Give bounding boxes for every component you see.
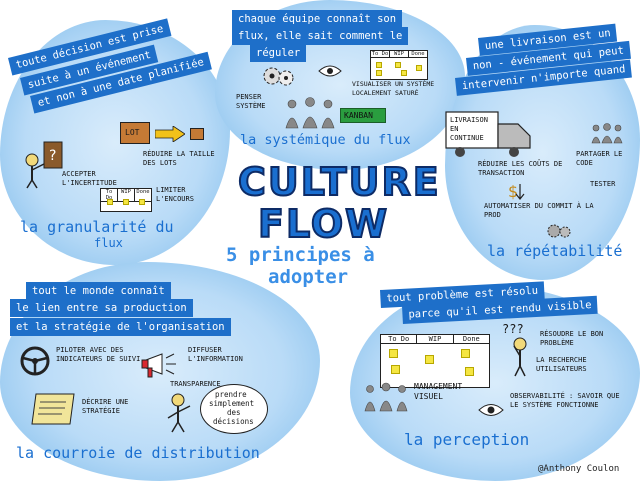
team-people-icon [364, 382, 408, 412]
postit [376, 62, 382, 68]
note-accepter-incertitude: ACCEPTER L'INCERTITUDE [62, 170, 117, 187]
kanban-col-todo: To Do [381, 335, 418, 343]
person-thinking-icon [513, 337, 527, 377]
section-title: la répétabilité [487, 242, 623, 260]
section-title: la courroie de distribution [16, 444, 260, 462]
note-diffuser: DIFFUSER L'INFORMATION [188, 346, 243, 363]
main-title-culture: CULTURE [237, 159, 441, 205]
note-penser-systeme: PENSER SYSTÈME [236, 93, 266, 110]
person-icon [167, 393, 191, 433]
lot-label: LOT [125, 128, 140, 137]
team-people-icon [285, 97, 335, 129]
svg-text:$: $ [508, 182, 518, 201]
steering-wheel-icon [20, 346, 50, 376]
kanban-col-wip: WIP [417, 335, 454, 343]
postit [389, 349, 398, 358]
note-visualiser: VISUALISER UN SYSTÈME LOCALEMENT SATURÉ [352, 80, 435, 97]
banner-line: et la stratégie de l'organisation [10, 318, 231, 336]
kanban-col-todo: To Do [101, 189, 118, 201]
svg-text:?: ? [49, 148, 56, 164]
kanban-col-todo: To Do [371, 51, 390, 57]
postit [107, 199, 113, 205]
bubble-line: simplement [209, 399, 255, 408]
question-marks: ??? [502, 322, 524, 336]
section-title: la perception [404, 430, 530, 449]
speech-bubble: prendre simplement des décisions [200, 384, 268, 434]
note-tester: TESTER [590, 180, 616, 188]
small-lot-box [190, 128, 204, 140]
note-management-visuel: MANAGEMENT VISUEL [414, 382, 463, 401]
arrow-right-icon [155, 126, 185, 142]
subtitle-principes: 5 principes à [226, 244, 375, 266]
note-decrire-strategie: DÉCRIRE UNE STRATÉGIE [82, 398, 129, 415]
postit [391, 365, 400, 374]
banner-line: le lien entre sa production [10, 299, 193, 317]
postit [139, 199, 145, 205]
eye-icon [478, 404, 504, 416]
note-observabilite: OBSERVABILITÉ : SAVOIR QUE LE SYSTÈME FO… [510, 392, 620, 409]
kanban-board: To Do WIP Done [380, 334, 490, 388]
banner-line: chaque équipe connaît son [232, 10, 403, 28]
note-transparence: TRANSPARENCE [170, 380, 221, 388]
bubble-line: décisions [213, 417, 254, 426]
bubble-line: prendre [215, 390, 247, 399]
postit [376, 70, 382, 76]
team-people-icon [591, 123, 623, 144]
note-limiter-encours: LIMITER L'ENCOURS [156, 186, 194, 203]
kanban-col-done: Done [136, 189, 150, 195]
main-title-flow: FLOW [257, 201, 390, 247]
subtitle-adopter: adopter [268, 266, 349, 288]
eye-icon [318, 65, 342, 77]
note-reduire-couts: RÉDUIRE LES COÛTS DE TRANSACTION [478, 160, 563, 177]
kanban-col-done: Done [411, 51, 425, 57]
postit [416, 65, 422, 71]
section-title-cont: flux [94, 236, 123, 250]
postit [461, 349, 470, 358]
kanban-tag-label: KANBAN [344, 111, 373, 120]
person-with-door-icon: ? [25, 141, 63, 189]
truck-label: LIVRAISON EN CONTINUE [450, 116, 488, 142]
postit [425, 355, 434, 364]
author-signature: @Anthony Coulon [538, 464, 620, 474]
kanban-tag: KANBAN [340, 108, 386, 123]
kanban-header: To Do WIP Done [381, 335, 489, 344]
note-piloter: PILOTER AVEC DES INDICATEURS DE SUIVI [56, 346, 141, 363]
note-automatiser: AUTOMATISER DU COMMIT À LA PROD [484, 202, 594, 219]
postit [123, 199, 129, 205]
megaphone-icon [141, 353, 176, 378]
banner-line: tout le monde connaît [26, 282, 171, 300]
gears-icon [263, 67, 294, 86]
scroll-document-icon [31, 393, 75, 425]
kanban-col-wip: WIP [118, 189, 135, 201]
bubble-line: des [227, 408, 241, 417]
kanban-col-done: Done [462, 335, 480, 343]
postit [401, 70, 407, 76]
delivery-truck-icon [445, 111, 531, 157]
note-partager-code: PARTAGER LE CODE [576, 150, 623, 167]
kanban-board-mini: To Do WIP Done [100, 188, 152, 212]
kanban-col-wip: WIP [390, 51, 409, 57]
kanban-header: To Do WIP Done [371, 51, 427, 58]
postit [465, 367, 474, 376]
section-title: la systémique du flux [240, 132, 411, 148]
banner-line: réguler [250, 44, 307, 62]
banner-line: flux, elle sait comment le [232, 27, 409, 45]
postit [395, 62, 401, 68]
gears-icon [547, 224, 571, 238]
note-recherche: LA RECHERCHE UTILISATEURS [536, 356, 587, 373]
dollar-down-icon: $ [508, 182, 525, 201]
note-resoudre: RÉSOUDRE LE BON PROBLÈME [540, 330, 604, 347]
note-reduire-lots: RÉDUIRE LA TAILLE DES LOTS [143, 150, 215, 167]
kanban-board-mini: To Do WIP Done [370, 50, 428, 80]
lot-box: LOT [120, 122, 150, 144]
section-title: la granularité du [20, 218, 174, 236]
